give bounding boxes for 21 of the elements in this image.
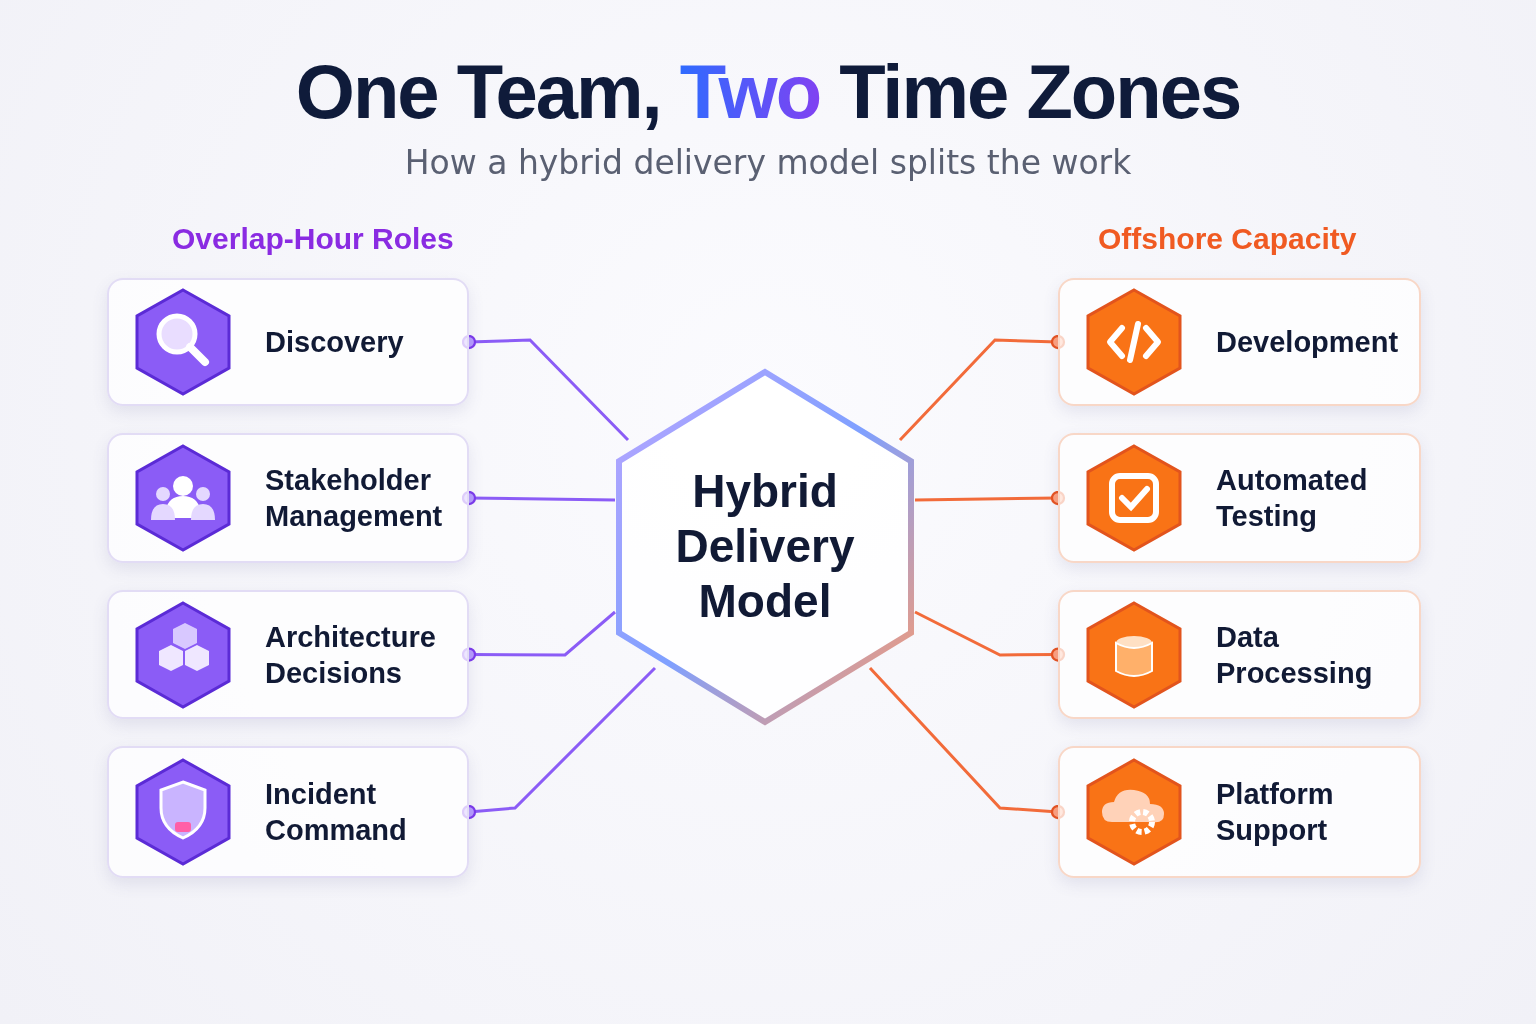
role-label: Development bbox=[1216, 324, 1400, 360]
section-heading: Overlap-Hour Roles bbox=[172, 222, 454, 256]
role-label: Automated Testing bbox=[1216, 462, 1369, 534]
role-label: Discovery bbox=[265, 324, 405, 360]
section-heading: Offshore Capacity bbox=[1098, 222, 1357, 256]
role-card bbox=[107, 433, 469, 563]
hub-label: Hybrid Delivery Model bbox=[674, 464, 856, 630]
role-label: Architecture Decisions bbox=[265, 619, 437, 691]
role-card bbox=[1058, 746, 1421, 878]
role-card bbox=[107, 278, 469, 406]
role-label: Platform Support bbox=[1216, 776, 1335, 848]
subtitle: How a hybrid delivery model splits the work bbox=[403, 143, 1133, 182]
role-card bbox=[1058, 278, 1421, 406]
role-label: Stakeholder Management bbox=[265, 462, 444, 534]
role-card bbox=[107, 746, 469, 878]
role-card bbox=[1058, 590, 1421, 719]
role-label: Incident Command bbox=[265, 776, 408, 848]
role-card bbox=[107, 590, 469, 719]
title: One Team, Two Time Zones bbox=[294, 48, 1242, 135]
role-card bbox=[1058, 433, 1421, 563]
role-label: Data Processing bbox=[1216, 619, 1374, 691]
